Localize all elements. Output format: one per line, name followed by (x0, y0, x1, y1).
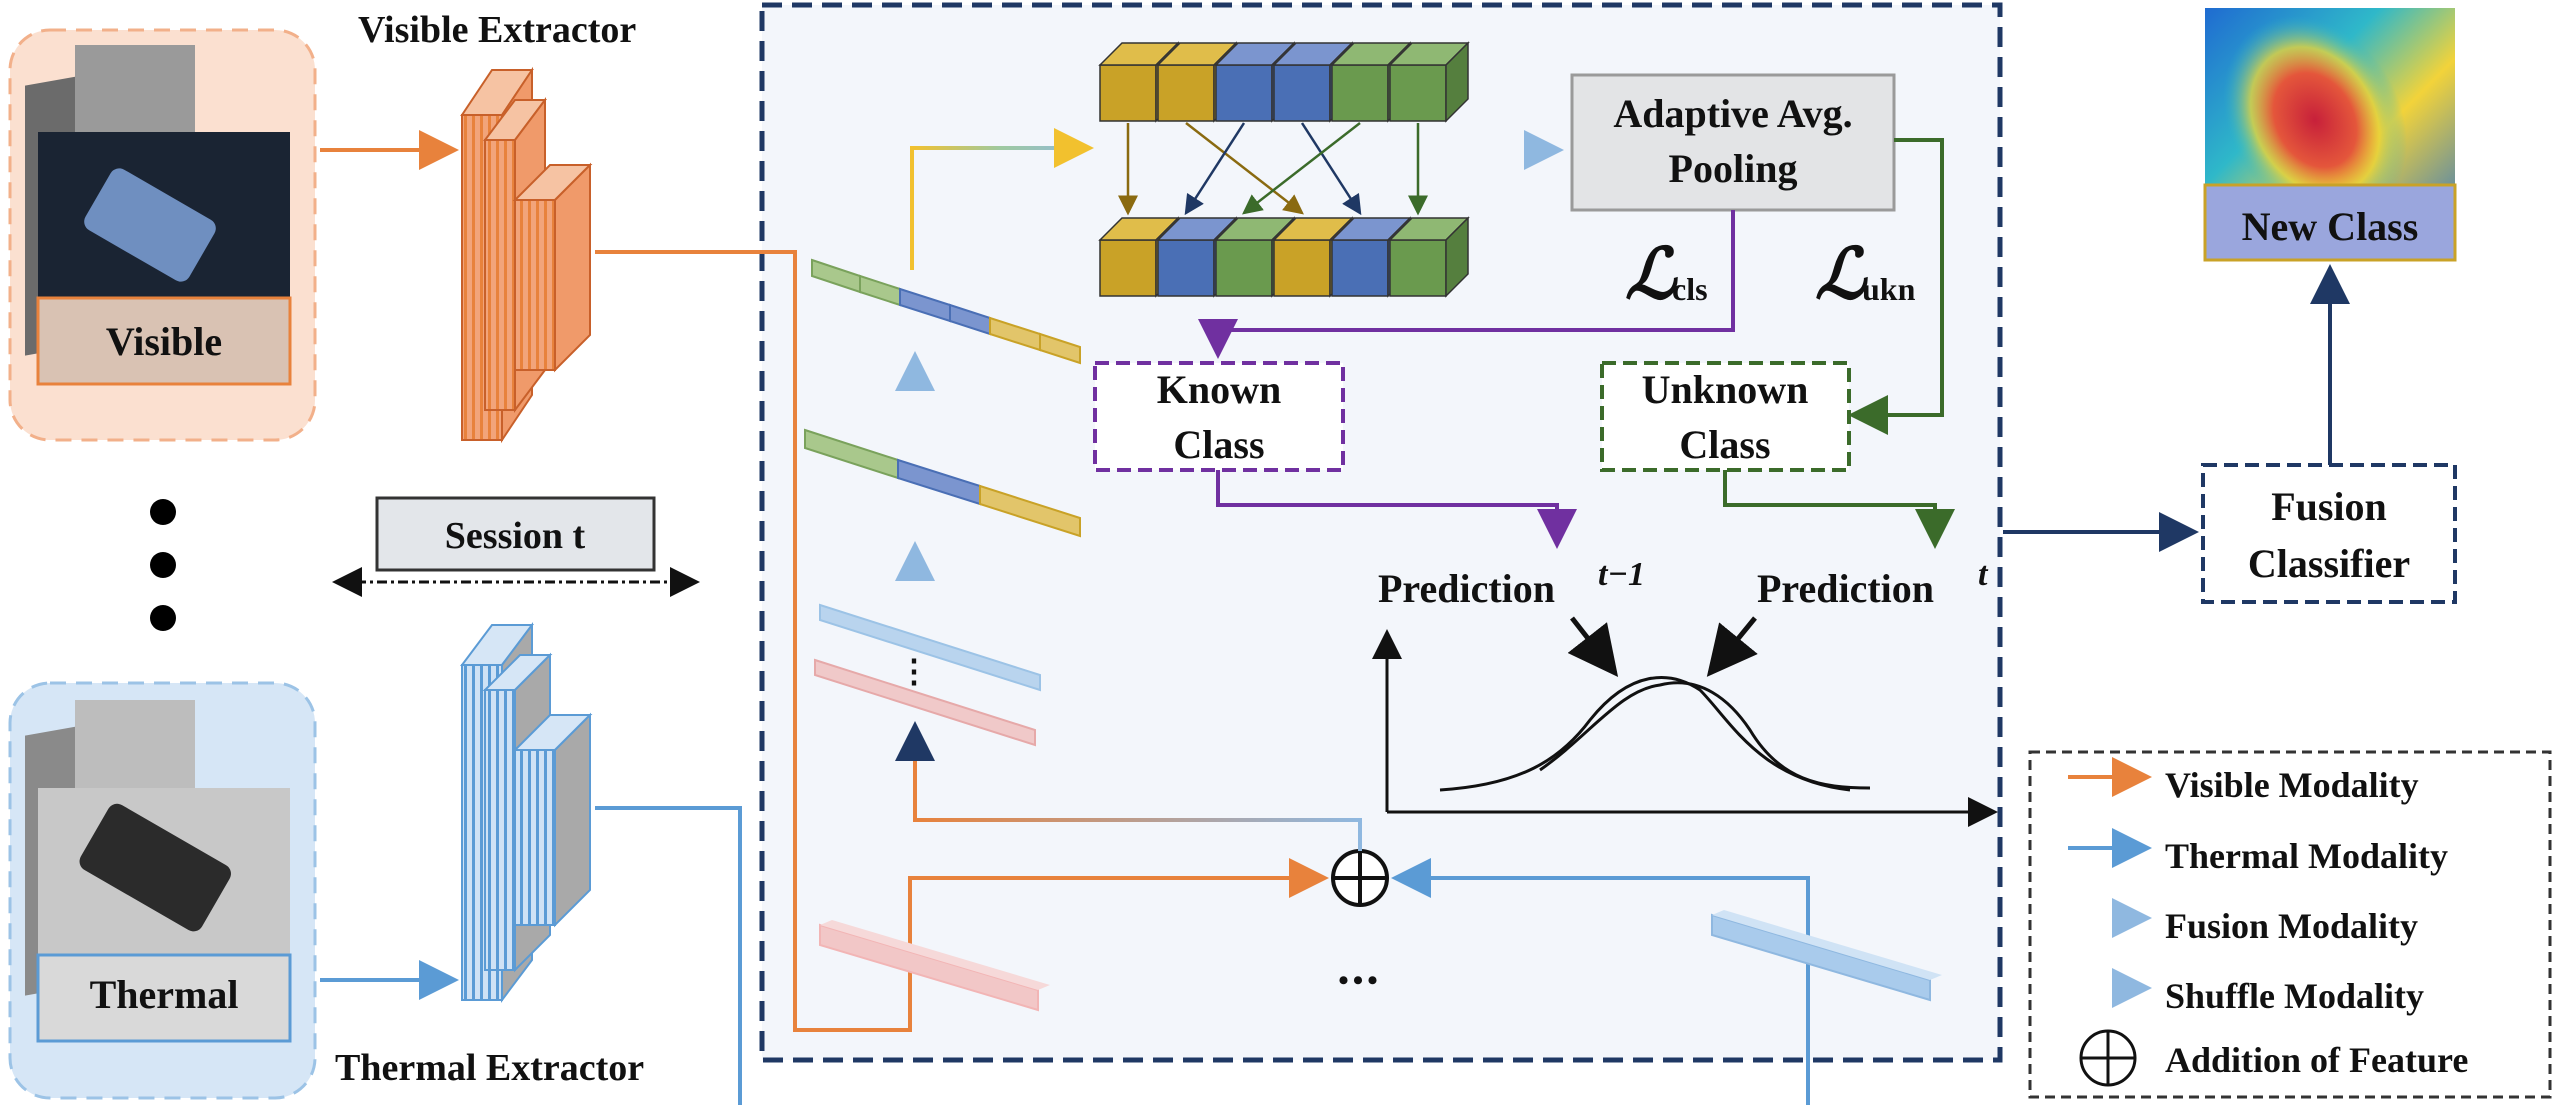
known-label-line1: Known (1157, 367, 1282, 412)
loss-cls-symbol: ℒ (1625, 237, 1678, 314)
thermal-input-panel (8, 681, 317, 1100)
fusion-label-line1: Fusion (2271, 484, 2387, 529)
cube-top-5 (1388, 41, 1470, 123)
vertical-ellipsis: ⋮ (898, 653, 930, 689)
cubes-top-row (1098, 41, 1470, 123)
known-label-line2: Class (1173, 422, 1264, 467)
prediction-prev-label: Prediction (1378, 566, 1555, 611)
heatmap-output (2203, 8, 2457, 262)
pred-cur-pointer (1706, 616, 1758, 677)
prediction-cur-superscript: t (1978, 556, 1989, 593)
cubes-bottom-row (1098, 216, 1470, 298)
shuffle-bar-upper (811, 258, 1081, 365)
thermal-extractor-label: Thermal Extractor (335, 1047, 644, 1089)
visible-input-panel (8, 28, 317, 442)
legend-label-thermal: Thermal Modality (2165, 836, 2448, 876)
visible-extractor-label: Visible Extractor (358, 9, 636, 51)
ellipsis: ••• (1338, 964, 1382, 997)
prediction-prev-superscript: t−1 (1598, 556, 1645, 593)
fusion-up-line (913, 725, 1362, 851)
adaptive-label-line1: Adaptive Avg. (1613, 91, 1852, 136)
fusion-label-line2: Classifier (2248, 541, 2410, 586)
distribution-curve-prev (1439, 676, 1851, 792)
loss-ukn-subscript: ukn (1862, 271, 1916, 307)
unknown-label-line2: Class (1679, 422, 1770, 467)
loss-ukn-symbol: ℒ (1815, 237, 1868, 314)
unknown-label-line1: Unknown (1642, 367, 1809, 412)
visible-extractor (460, 66, 593, 444)
legend-label-shuffle: Shuffle Modality (2165, 976, 2424, 1016)
fused-feature-bars (814, 603, 1041, 747)
cls-loss-arrow (1198, 210, 1735, 359)
pred-prev-pointer (1567, 616, 1619, 677)
distribution-curve-cur (1539, 681, 1871, 790)
session-label: Session t (445, 515, 586, 557)
new-class-label: New Class (2242, 204, 2419, 249)
thermal-feature-bar (1711, 910, 1942, 1002)
ukn-loss-arrow (1848, 138, 1944, 435)
new-class-box (2203, 183, 2457, 262)
known-class-box (1093, 361, 1345, 472)
visible-label-box (36, 296, 292, 386)
fusion-classifier-box (2201, 463, 2457, 604)
adaptive-pooling-box (1570, 73, 1896, 212)
cube-shuffle-arrow-1 (1185, 122, 1304, 215)
vertical-dots (150, 499, 176, 631)
legend-swatches (2068, 757, 2152, 1087)
cube-shuffle-arrow-2 (1184, 122, 1246, 216)
legend-label-fusion: Fusion Modality (2165, 906, 2418, 946)
shuffle-to-cubes-line (910, 128, 1094, 270)
unknown-class-box (1600, 361, 1851, 472)
thermal-extractor (460, 622, 593, 1003)
adaptive-label-line2: Pooling (1669, 146, 1798, 191)
cube-shuffle-arrow-4 (1242, 122, 1361, 215)
prediction-cur-label: Prediction (1757, 566, 1934, 611)
known-to-prediction-arrow (1216, 470, 1577, 549)
loss-cls-subscript: cls (1672, 271, 1708, 307)
visible-feature-line (595, 250, 1329, 1032)
legend-swatch-addition (2079, 1029, 2137, 1087)
thermal-label-box (36, 953, 292, 1043)
legend-label-visible: Visible Modality (2165, 765, 2419, 805)
thermal-feature-line (595, 806, 742, 1105)
cube-shuffle-arrows (1118, 122, 1428, 216)
cube-shuffle-arrow-3 (1300, 122, 1362, 216)
cube-bottom-5 (1388, 216, 1470, 298)
shuffle-bar-lower (804, 428, 1081, 538)
thermal-label: Thermal (90, 972, 239, 1017)
visible-feature-bar (819, 920, 1050, 1012)
unknown-to-prediction-arrow (1723, 470, 1955, 549)
visible-label: Visible (106, 319, 222, 364)
addition-node (1331, 849, 1389, 907)
session-box (375, 496, 656, 572)
thermal-feature-line-in (1391, 858, 1810, 1105)
legend-label-addition: Addition of Feature (2165, 1040, 2468, 1080)
